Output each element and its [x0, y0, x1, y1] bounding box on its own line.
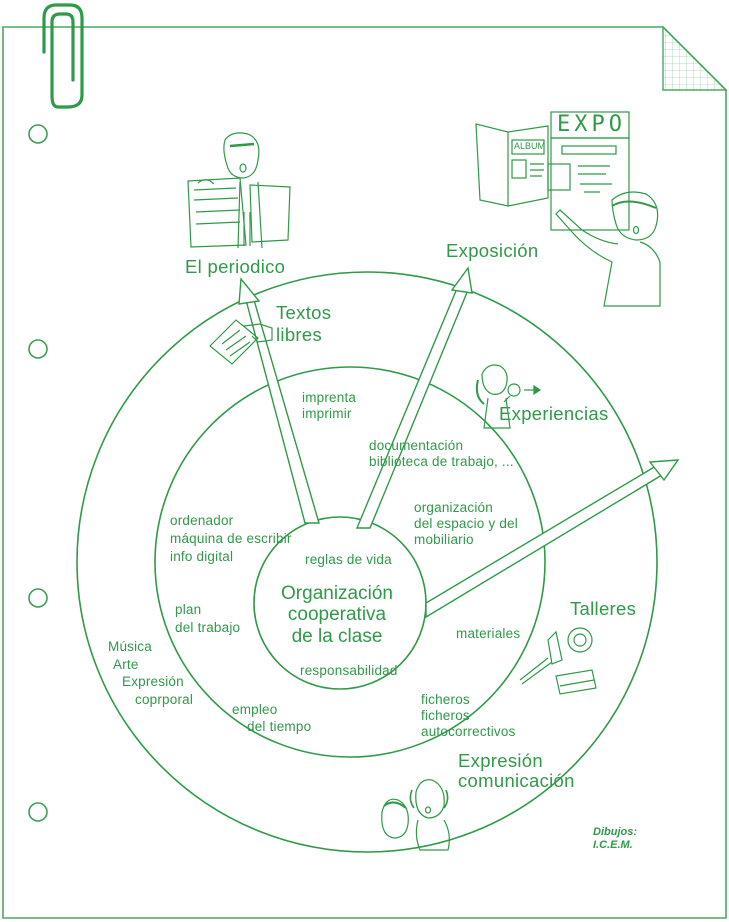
label-exposicion: Exposición	[446, 240, 539, 261]
middle-circle	[154, 366, 546, 758]
newspaper-reader-illustration	[187, 132, 291, 249]
label-line: imprenta	[302, 390, 357, 405]
label-line: empleo	[232, 702, 278, 717]
exposition-illustration	[475, 111, 661, 307]
label-ficheros: ficheros ficheros autocorrectivos	[421, 692, 516, 740]
folded-corner	[662, 25, 728, 91]
label-line: organización	[414, 500, 493, 515]
label-experiencias: Experiencias	[499, 403, 609, 424]
binder-hole	[28, 802, 48, 822]
label-line: del trabajo	[175, 619, 241, 635]
binder-hole	[28, 588, 48, 608]
arrow-talleres	[425, 459, 680, 619]
label-organizacion: organización del espacio y del mobiliari…	[414, 500, 518, 548]
album-label: ALBUM	[514, 141, 546, 151]
label-line: Expresión	[122, 674, 184, 690]
label-talleres: Talleres	[570, 598, 637, 619]
center-line: Organización	[281, 583, 393, 604]
label-line: ficheros	[421, 707, 470, 723]
label-line: máquina de escribir	[170, 530, 292, 546]
credit: Dibujos: I.C.E.M.	[593, 826, 637, 852]
label-el-periodico: El periodico	[185, 256, 286, 277]
label-line: biblioteca de trabajo, ...	[369, 453, 514, 469]
paperclip-icon	[42, 3, 84, 109]
label-line: Textos	[276, 302, 332, 323]
binder-hole	[28, 124, 48, 144]
center-title: Organización cooperativa de la clase	[262, 583, 412, 647]
arrow-periodico	[238, 277, 320, 524]
arrow-exposicion	[355, 266, 473, 529]
label-expresion-comunicacion: Expresión comunicación	[458, 750, 575, 792]
binder-hole	[28, 339, 48, 359]
center-line: cooperativa	[287, 604, 387, 626]
label-ordenador: ordenador máquina de escribir info digit…	[170, 512, 292, 565]
label-line: Arte	[113, 656, 139, 672]
label-line: autocorrectivos	[421, 723, 516, 739]
label-line: documentación	[369, 438, 464, 453]
label-musica: Música Arte Expresión coprporal	[108, 638, 193, 708]
label-line: libres	[276, 323, 323, 345]
outer-circle	[76, 271, 658, 853]
note-hand-illustration	[209, 319, 273, 365]
label-line: imprimir	[302, 405, 352, 421]
label-textos-libres: Textos libres	[276, 302, 331, 346]
label-imprenta: imprenta imprimir	[302, 390, 356, 422]
credit-line: I.C.E.M.	[593, 839, 633, 852]
label-line: del tiempo	[247, 719, 312, 735]
tools-illustration	[519, 627, 597, 695]
label-responsabilidad: responsabilidad	[300, 663, 398, 678]
label-line: Música	[108, 639, 152, 654]
label-line: info digital	[170, 548, 234, 564]
label-line: plan	[175, 602, 202, 617]
credit-line: Dibujos:	[593, 826, 637, 838]
label-line: del espacio y del	[414, 515, 518, 531]
label-reglas-de-vida: reglas de vida	[305, 552, 392, 567]
children-illustration	[381, 779, 450, 851]
label-documentacion: documentación biblioteca de trabajo, ...	[369, 438, 514, 470]
label-empleo: empleo del tiempo	[232, 701, 311, 736]
center-line: de la clase	[291, 625, 383, 647]
label-line: mobiliario	[414, 531, 474, 547]
paper-sheet	[2, 26, 727, 919]
label-plan: plan del trabajo	[175, 601, 240, 637]
label-line: ordenador	[170, 513, 234, 528]
label-line: ficheros	[421, 692, 470, 707]
label-materiales: materiales	[456, 626, 521, 641]
label-line: coprporal	[135, 691, 194, 707]
expo-sign: EXPO	[557, 112, 626, 137]
magnifier-girl-illustration	[475, 364, 542, 429]
label-line: Expresión	[458, 750, 543, 771]
label-line: comunicación	[458, 770, 575, 792]
